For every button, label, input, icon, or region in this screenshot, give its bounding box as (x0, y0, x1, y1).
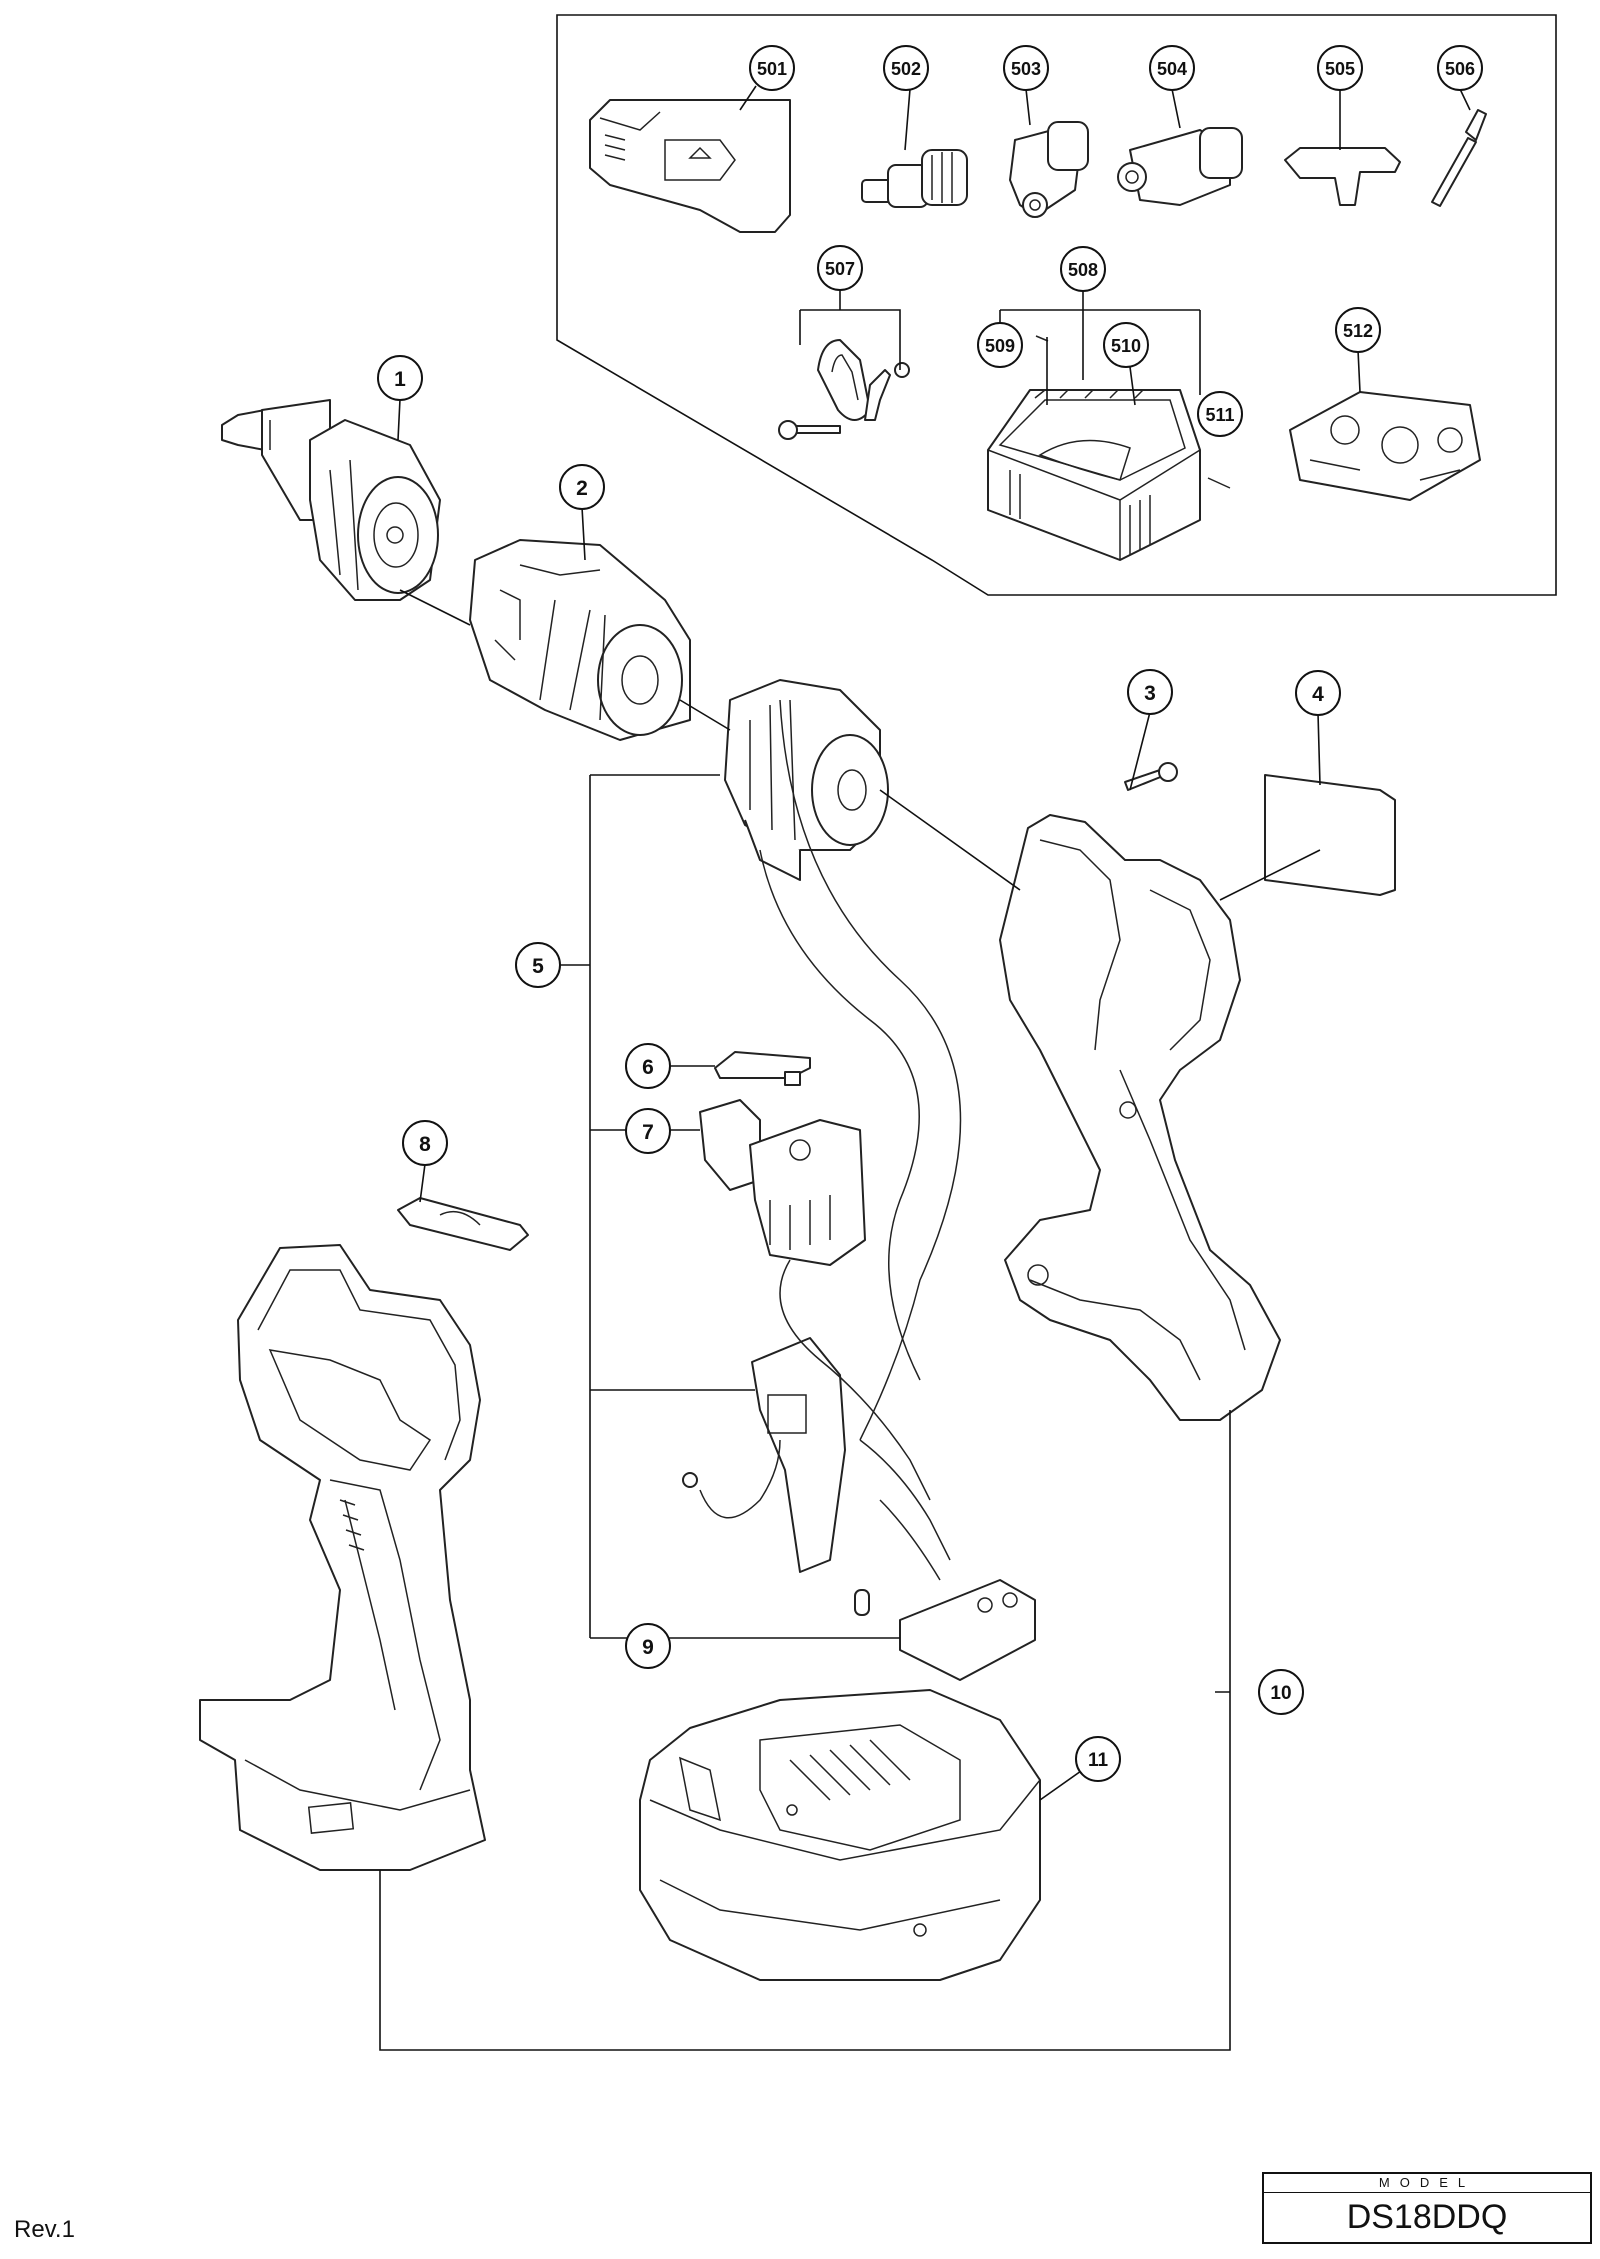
callout-11: 11 (1075, 1736, 1121, 1782)
svg-text:504: 504 (1157, 59, 1187, 79)
cover-part (397, 1197, 529, 1251)
svg-text:6: 6 (642, 1056, 654, 1079)
model-name: DS18DDQ (1346, 2198, 1508, 2236)
svg-text:5: 5 (532, 955, 544, 978)
callout-3: 3 (1127, 669, 1173, 715)
housing-right-part (999, 814, 1281, 1421)
chuck-adapter-part (861, 149, 968, 208)
leader-lines (379, 85, 1471, 2051)
svg-text:501: 501 (757, 59, 787, 79)
svg-text:505: 505 (1325, 59, 1355, 79)
svg-text:7: 7 (642, 1121, 654, 1144)
model-caption: MODEL (1264, 2174, 1590, 2193)
svg-text:11: 11 (1088, 1750, 1109, 1771)
svg-text:509: 509 (985, 336, 1015, 356)
accessories-frame (556, 14, 1557, 596)
gear-box-part (469, 539, 691, 741)
svg-text:3: 3 (1144, 682, 1156, 705)
callout-507: 507 (817, 245, 863, 291)
charger-part (589, 99, 791, 233)
revision-label: Rev.1 (14, 2216, 75, 2243)
svg-text:512: 512 (1343, 321, 1373, 341)
svg-text:9: 9 (642, 1636, 654, 1659)
keyless-chuck-part (221, 399, 441, 601)
svg-text:8: 8 (419, 1133, 431, 1156)
system-case-part (987, 335, 1231, 561)
svg-text:503: 503 (1011, 59, 1041, 79)
callout-510: 510 (1103, 322, 1149, 368)
svg-text:4: 4 (1312, 683, 1324, 706)
callout-1: 1 (377, 355, 423, 401)
callout-7: 7 (625, 1108, 671, 1154)
motor-assy-part (724, 679, 889, 881)
callout-10: 10 (1258, 1669, 1304, 1715)
callout-509: 509 (977, 322, 1023, 368)
name-plate-part (1264, 774, 1396, 896)
callout-5: 5 (515, 942, 561, 988)
belt-hook-part (1284, 147, 1401, 206)
switch-cap-part (714, 1051, 811, 1086)
svg-text:507: 507 (825, 259, 855, 279)
callout-502: 502 (883, 45, 929, 91)
svg-text:510: 510 (1111, 336, 1141, 356)
angle-attachment-part (1009, 121, 1089, 218)
callout-511: 511 (1197, 391, 1243, 437)
callout-504: 504 (1149, 45, 1195, 91)
svg-text:502: 502 (891, 59, 921, 79)
driver-bit-part (1431, 109, 1487, 207)
callout-2: 2 (559, 464, 605, 510)
led-wiring-part (682, 699, 962, 1616)
callout-9: 9 (625, 1623, 671, 1669)
callout-508: 508 (1060, 246, 1106, 292)
callout-501: 501 (749, 45, 795, 91)
housing-left-part (199, 1244, 486, 1871)
hook-set-part (778, 339, 910, 440)
svg-text:506: 506 (1445, 59, 1475, 79)
svg-text:1: 1 (394, 368, 406, 391)
callout-6: 6 (625, 1043, 671, 1089)
offset-attachment-part (1117, 127, 1243, 206)
battery-part (639, 1689, 1041, 1981)
callout-4: 4 (1295, 670, 1341, 716)
tapping-screw-part (1124, 762, 1178, 791)
callout-503: 503 (1003, 45, 1049, 91)
terminal-part (899, 1579, 1036, 1681)
callout-512: 512 (1335, 307, 1381, 353)
svg-text:10: 10 (1270, 1683, 1291, 1704)
insert-tray-part (1289, 391, 1481, 501)
svg-text:511: 511 (1205, 405, 1234, 425)
svg-text:508: 508 (1068, 260, 1098, 280)
switch-part (699, 1099, 866, 1266)
model-box: MODEL DS18DDQ (1262, 2172, 1592, 2244)
svg-text:2: 2 (576, 477, 588, 500)
callout-505: 505 (1317, 45, 1363, 91)
callout-506: 506 (1437, 45, 1483, 91)
callout-8: 8 (402, 1120, 448, 1166)
